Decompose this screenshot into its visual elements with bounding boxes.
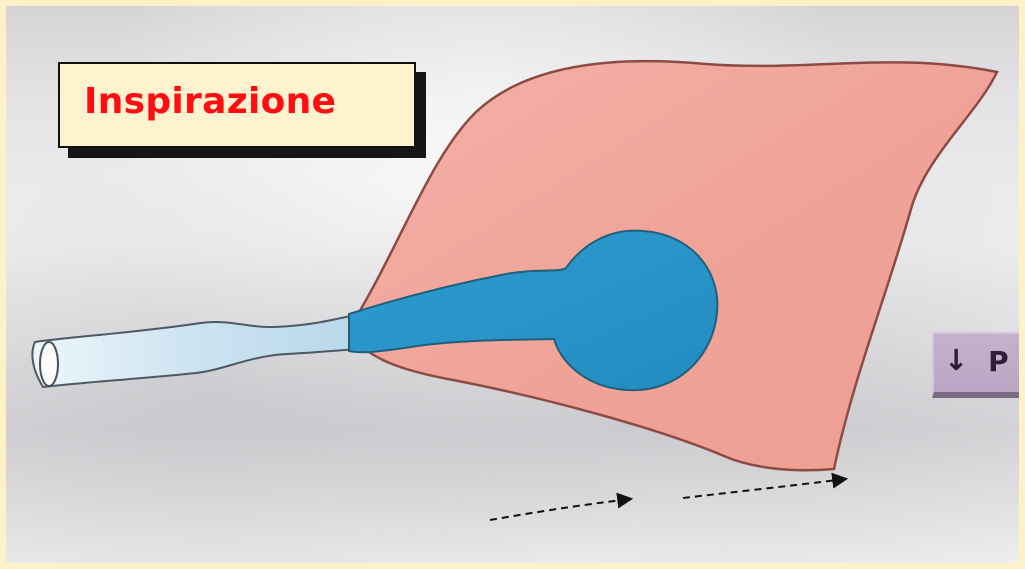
inspiration-title-box: Inspirazione [58, 62, 416, 148]
dashed-arrow-left [490, 499, 630, 520]
dashed-arrow-right [683, 479, 845, 498]
pressure-badge: ↓ P [932, 332, 1025, 398]
down-arrow-icon: ↓ [944, 343, 968, 377]
bronchus-opening [40, 342, 58, 386]
inspiration-title: Inspirazione [84, 81, 336, 122]
pressure-badge-text: P [988, 345, 1009, 378]
bronchus-tube [32, 315, 358, 387]
